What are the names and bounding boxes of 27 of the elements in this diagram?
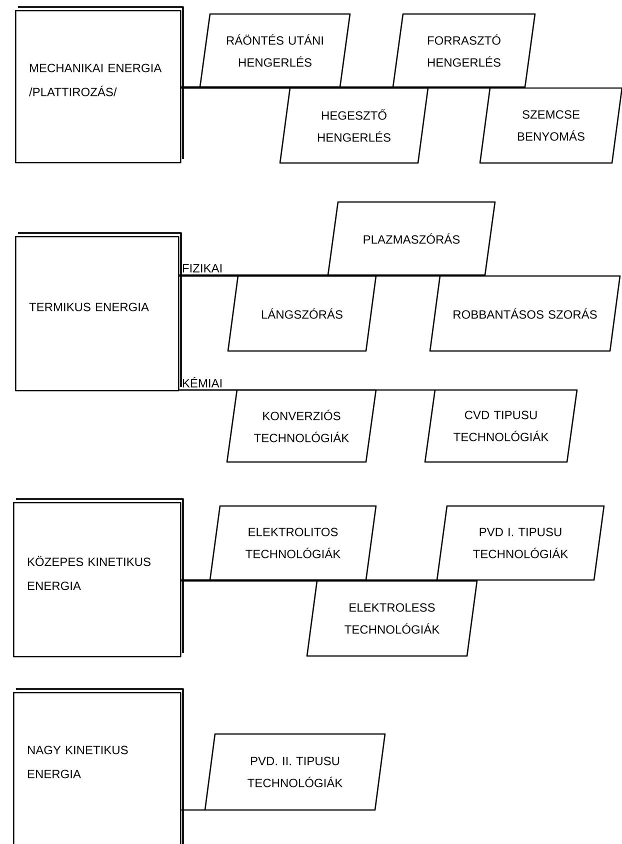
technology-box: ELEKTROLITOS TECHNOLÓGIÁK <box>209 505 377 581</box>
edge-label: KÉMIAI <box>182 376 222 388</box>
energy-box: NAGY KINETIKUS ENERGIA <box>13 688 184 844</box>
connector-line <box>181 580 317 582</box>
connector-line <box>179 274 328 276</box>
connector-line <box>181 86 393 88</box>
technology-box: LÁNGSZÓRÁS <box>227 275 377 352</box>
connector-line <box>179 275 440 277</box>
energy-box: KÖZEPES KINETIKUS ENERGIA <box>13 498 184 658</box>
technology-box: CVD TIPUSU TECHNOLÓGIÁK <box>424 389 578 463</box>
technology-box: ELEKTROLESS TECHNOLÓGIÁK <box>306 580 478 657</box>
technology-box: HEGESZTŐ HENGERLÉS <box>279 87 429 164</box>
technology-box: RÁÖNTÉS UTÁNI HENGERLÉS <box>199 13 351 88</box>
technology-box: PVD I. TIPUSU TECHNOLÓGIÁK <box>436 505 605 581</box>
technology-box: SZEMCSE BENYOMÁS <box>479 87 622 164</box>
connector-line <box>181 579 437 581</box>
edge-label: FIZIKAI <box>182 264 222 272</box>
technology-box: PVD. II. TIPUSU TECHNOLÓGIÁK <box>204 733 386 811</box>
connector-line <box>181 809 205 811</box>
technology-box: ROBBANTÁSOS SZORÁS <box>429 275 621 352</box>
connector-line <box>179 389 435 391</box>
connector-line <box>181 87 490 89</box>
technology-box: FORRASZTÓ HENGERLÉS <box>392 13 536 88</box>
technology-box: KONVERZIÓS TECHNOLÓGIÁK <box>226 389 377 463</box>
energy-box: TERMIKUS ENERGIA <box>15 232 182 392</box>
energy-box: MECHANIKAI ENERGIA /PLATTIROZÁS/ <box>15 6 184 164</box>
technology-box: PLAZMASZÓRÁS <box>327 201 496 276</box>
